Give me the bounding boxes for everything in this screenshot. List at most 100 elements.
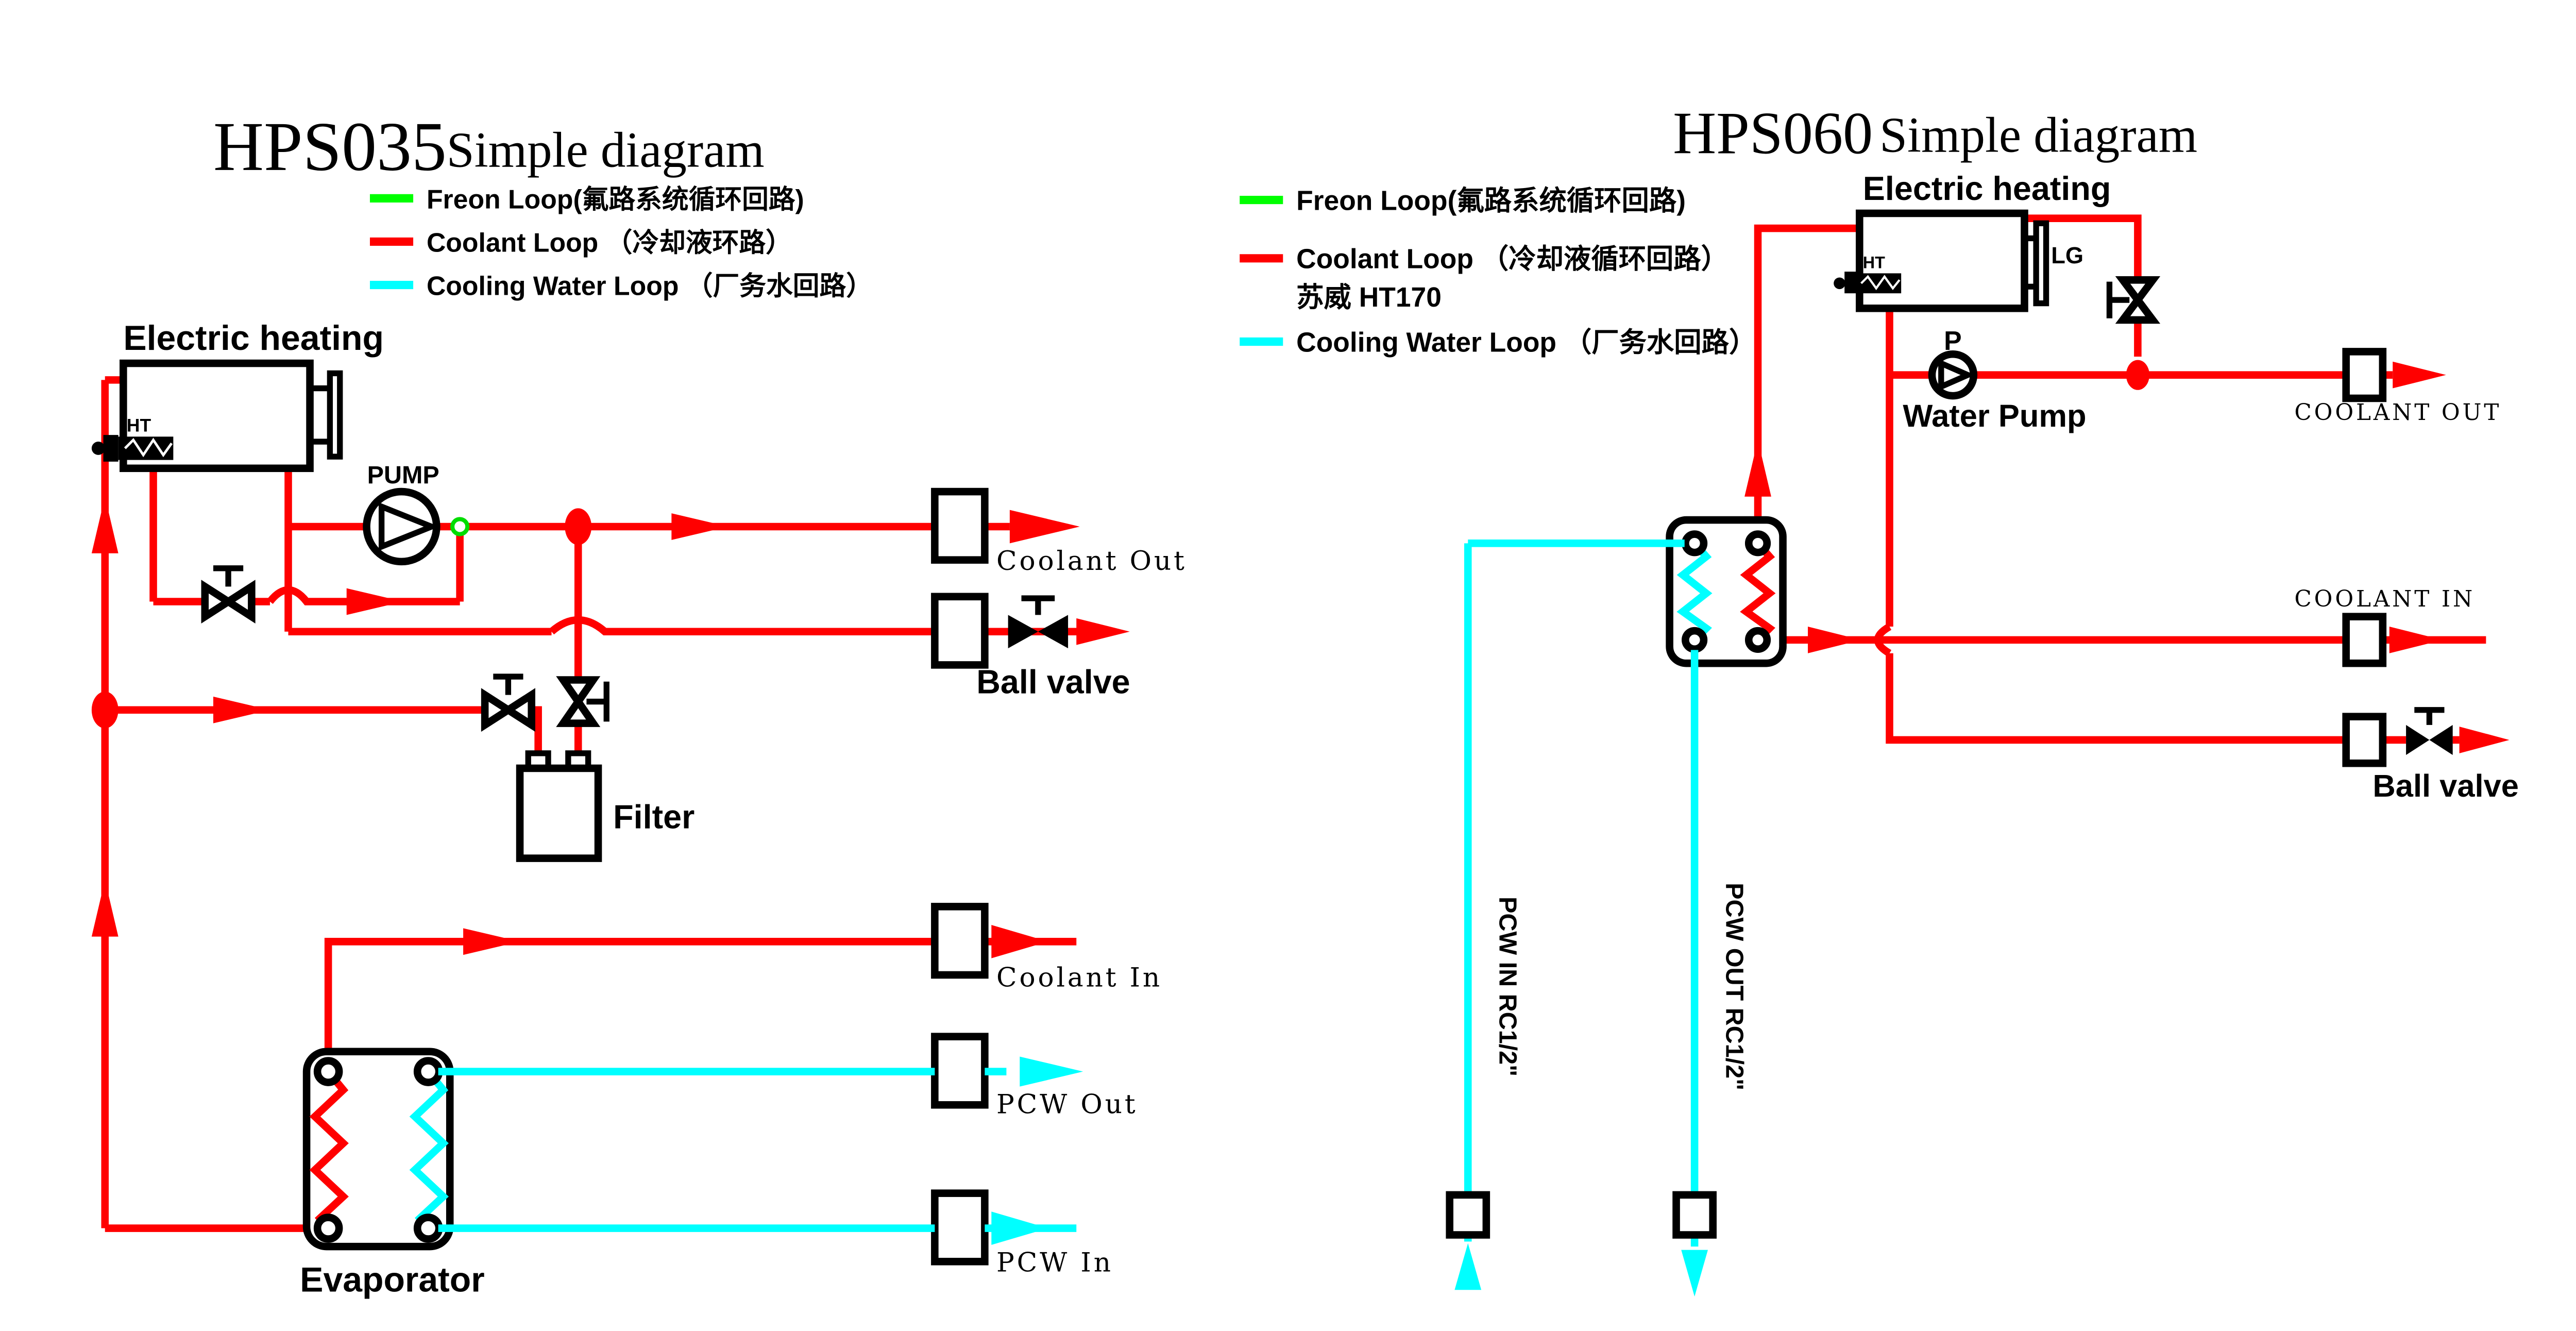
hps060-subtitle: Simple diagram	[1879, 107, 2197, 162]
legend-freon-label: Freon Loop(氟路系统循环回路)	[427, 184, 804, 214]
coolant-out-port	[2342, 348, 2387, 402]
flow-arrow-left-icon	[991, 924, 1048, 958]
flow-arrow-right-icon	[2459, 727, 2510, 753]
heat-exchanger-body	[1666, 516, 1787, 667]
coolant-out-port	[931, 487, 989, 564]
evaporator-label: Evaporator	[300, 1260, 485, 1299]
flow-arrow-up-icon	[1744, 440, 1771, 497]
bypass-valve-icon	[201, 580, 256, 624]
hps035-electric-heating-tank: Electric heating HT	[91, 319, 384, 473]
flow-arrow-left-icon	[463, 928, 520, 955]
tank-top-branch	[2024, 214, 2142, 280]
heater-ht-label: HT	[127, 415, 151, 436]
flow-arrow-down-icon	[1681, 1250, 1708, 1297]
ball-valve-port	[2342, 713, 2387, 767]
tank-return-riser	[1754, 224, 1860, 544]
flow-arrow-right-icon	[1020, 1056, 1083, 1087]
pcw-in-port	[1446, 1191, 1490, 1239]
flow-arrow-right-icon	[671, 513, 728, 540]
tank-branch-valve-icon	[2115, 276, 2161, 324]
hps060-coolant-piping	[1744, 214, 2510, 753]
coolant-in-port	[931, 903, 989, 979]
pump-rotor-triangle	[1938, 359, 1975, 391]
heater-icon	[1844, 272, 1856, 294]
hps035-ports	[931, 487, 989, 1266]
bypass-line	[153, 586, 460, 605]
flow-arrow-right-icon	[1009, 510, 1080, 544]
pcw-out-label: PCW Out	[996, 1089, 1138, 1120]
level-gauge-icon	[2033, 220, 2049, 307]
hps060-ports	[1446, 348, 2387, 1239]
exchanger-coolant-coil	[1740, 541, 1776, 643]
evaporator-port	[413, 1214, 443, 1243]
ball-valve-handle	[2414, 707, 2445, 725]
flow-arrow-left-icon	[2389, 627, 2443, 653]
legend-coolant-label: Coolant Loop （冷却液环路）	[427, 227, 792, 257]
legend-coolant-label: Coolant Loop （冷却液循环回路）	[1296, 244, 1728, 275]
pcw-out-port	[931, 1033, 989, 1109]
coolant-out-label: COOLANT OUT	[2294, 399, 2501, 426]
filter-outlet-valve-handle	[493, 673, 523, 695]
heater-ht-label: HT	[1863, 254, 1885, 272]
coolant-in-label: Coolant In	[996, 963, 1162, 993]
hps035-diagram: HPS035 Simple diagram Freon Loop(氟路系统循环回…	[91, 108, 1187, 1299]
exchanger-port	[1744, 530, 1771, 557]
legend-cooling-water-label: Cooling Water Loop （厂务水回路）	[427, 271, 873, 300]
exchanger-water-coil	[1676, 541, 1713, 643]
pcw-out-port-label: PCW OUT RC1/2"	[1721, 883, 1749, 1090]
hps035-pump: PUMP	[363, 461, 440, 566]
filter-inlet-valve-icon	[556, 676, 601, 727]
evaporator-port	[313, 1057, 343, 1086]
legend-coolant-note: 苏威 HT170	[1296, 282, 1442, 313]
ball-valve-icon	[2406, 725, 2453, 755]
coolant-out-label: Coolant Out	[996, 546, 1187, 577]
heater-element-zigzag	[1860, 275, 1901, 291]
pcw-in-port-label: PCW IN RC1/2"	[1494, 897, 1522, 1076]
flow-arrow-up-icon	[91, 880, 118, 937]
flow-arrow-left-icon	[991, 1211, 1048, 1245]
ball-valve-handle	[1021, 595, 1055, 615]
electric-heating-label: Electric heating	[123, 319, 384, 358]
hps035-cooling-water-piping	[438, 1056, 1083, 1245]
junction-dot	[91, 692, 118, 729]
level-gauge-label: LG	[2051, 242, 2083, 268]
hps060-electric-heating-tank: Electric heating LG HT	[1834, 170, 2111, 312]
flow-arrow-left-icon	[346, 588, 403, 615]
bracket-plate	[327, 370, 343, 460]
heater-icon	[118, 436, 174, 460]
legend-cooling-water-label: Cooling Water Loop （厂务水回路）	[1296, 327, 1756, 358]
pcw-in-label: PCW In	[996, 1248, 1113, 1278]
ball-valve-port	[931, 593, 989, 669]
flow-arrow-left-icon	[213, 696, 270, 723]
flow-arrow-right-icon	[1076, 618, 1130, 645]
flow-arrow-up-icon	[1454, 1243, 1482, 1290]
hps035-coolant-piping	[91, 376, 1130, 1232]
exchanger-port	[1682, 530, 1708, 557]
flow-arrow-left-icon	[1808, 627, 1861, 653]
hps060-legend: Freon Loop(氟路系统循环回路) Coolant Loop （冷却液循环…	[1240, 186, 1756, 358]
filter-label: Filter	[613, 798, 694, 835]
filter-outlet-valve-icon	[481, 688, 535, 732]
electric-heating-label: Electric heating	[1863, 170, 2111, 207]
flow-arrow-right-icon	[2393, 361, 2446, 389]
heater-icon	[1834, 277, 1845, 290]
hps035-subtitle: Simple diagram	[447, 122, 765, 177]
hps060-tank-valve	[2106, 276, 2161, 324]
water-pump-label: Water Pump	[1903, 398, 2086, 434]
ball-valve-label: Ball valve	[976, 663, 1130, 700]
hps060-water-pump: P Water Pump	[1903, 326, 2086, 434]
coolant-in-label: COOLANT IN	[2294, 586, 2475, 612]
junction-dot	[2126, 360, 2150, 390]
hps060-title: HPS060	[1673, 100, 1873, 167]
hps060-cooling-water-piping	[1454, 540, 1708, 1297]
heater-element-zigzag	[124, 437, 173, 458]
hps060-heat-exchanger	[1666, 516, 1787, 667]
tank-branch-valve-handle	[2106, 281, 2130, 318]
heater-icon	[91, 442, 105, 455]
exchanger-port	[1744, 627, 1771, 653]
junction-dot	[565, 508, 592, 545]
filter-body	[516, 764, 602, 862]
pcw-in-port	[931, 1189, 989, 1266]
exchanger-port	[1682, 627, 1708, 653]
coolant-in-port	[2342, 613, 2387, 667]
